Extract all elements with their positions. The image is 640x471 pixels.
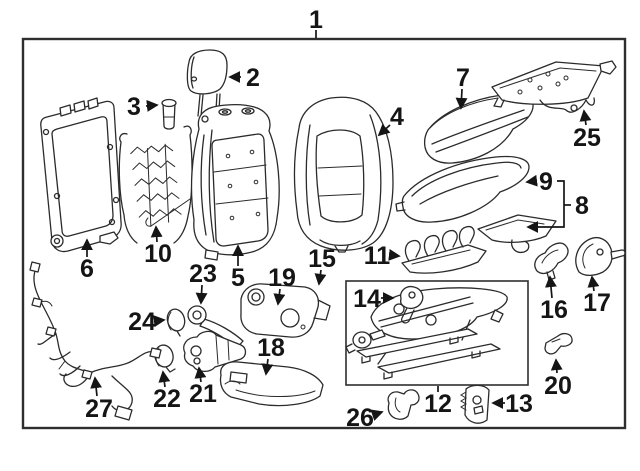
svg-text:3: 3 — [127, 93, 141, 121]
callout-23: 23 — [189, 260, 217, 305]
part-seat-back-cushion — [190, 104, 280, 261]
callout-15: 15 — [308, 245, 336, 286]
svg-text:24: 24 — [128, 308, 156, 336]
svg-text:11: 11 — [364, 242, 391, 270]
part-adjuster-motor-bracket — [399, 285, 424, 324]
svg-text:6: 6 — [80, 255, 94, 283]
callout-16: 16 — [540, 275, 568, 324]
callout-21: 21 — [189, 366, 217, 408]
svg-text:27: 27 — [85, 395, 113, 423]
svg-text:25: 25 — [573, 124, 601, 152]
part-recliner-cam — [187, 305, 244, 349]
svg-text:26: 26 — [346, 404, 374, 432]
callout-7: 7 — [455, 64, 470, 110]
callout-24: 24 — [128, 308, 166, 336]
svg-text:14: 14 — [353, 285, 381, 313]
part-trim-bracket — [534, 242, 569, 281]
callout-19: 19 — [268, 264, 296, 306]
part-recliner-actuator — [183, 330, 247, 373]
svg-text:15: 15 — [308, 245, 336, 273]
callout-22: 22 — [153, 370, 181, 413]
callout-14: 14 — [353, 285, 395, 313]
part-seat-back-frame — [40, 97, 122, 253]
callout-6: 6 — [80, 238, 94, 283]
part-lumbar-support-mat — [118, 125, 193, 244]
svg-text:10: 10 — [144, 240, 172, 268]
callout-17: 17 — [583, 275, 611, 317]
callout-1: 1 — [309, 6, 323, 38]
svg-text:13: 13 — [505, 390, 533, 418]
part-seat-cushion-pad — [423, 93, 534, 164]
callout-26: 26 — [346, 404, 384, 432]
svg-text:5: 5 — [231, 264, 245, 292]
callout-2: 2 — [228, 64, 260, 92]
part-front-shield — [219, 361, 324, 407]
part-adjuster-knob — [544, 332, 573, 355]
svg-text:2: 2 — [246, 64, 260, 92]
callout-13: 13 — [491, 390, 533, 418]
part-trim-cap-upper — [166, 308, 186, 337]
callout-10: 10 — [144, 225, 172, 268]
svg-text:16: 16 — [540, 296, 568, 324]
callout-3: 3 — [127, 93, 159, 121]
svg-text:17: 17 — [583, 289, 611, 317]
diagram-border — [21, 37, 627, 430]
callout-8: 8 — [526, 180, 589, 233]
part-side-shield-outer — [575, 236, 626, 277]
callout-20: 20 — [544, 358, 572, 400]
svg-text:23: 23 — [189, 260, 217, 288]
part-wiring-harness — [29, 261, 162, 421]
part-seat-back-cover — [293, 96, 394, 253]
part-occupant-sensor-tray — [477, 214, 557, 254]
track-assembly-box — [345, 280, 529, 386]
part-cushion-wire-frame — [401, 225, 487, 274]
part-side-shield-inner — [240, 283, 331, 338]
svg-text:8: 8 — [575, 192, 589, 220]
svg-text:21: 21 — [189, 380, 217, 408]
svg-text:4: 4 — [390, 103, 404, 131]
svg-text:19: 19 — [268, 264, 296, 292]
svg-text:1: 1 — [309, 6, 323, 34]
svg-text:9: 9 — [539, 168, 553, 196]
callout-25: 25 — [573, 109, 601, 152]
callout-12: 12 — [424, 386, 452, 418]
part-headrest-guide-pin — [161, 98, 177, 130]
part-anchor-bracket — [460, 384, 490, 424]
callout-27: 27 — [85, 376, 113, 423]
svg-text:18: 18 — [257, 334, 285, 362]
part-seat-cushion-cover — [395, 155, 530, 223]
callout-11: 11 — [364, 242, 401, 270]
svg-text:22: 22 — [153, 385, 181, 413]
callout-4: 4 — [377, 103, 404, 137]
svg-text:7: 7 — [456, 64, 470, 92]
callout-9: 9 — [525, 168, 553, 196]
svg-text:20: 20 — [544, 372, 572, 400]
callout-18: 18 — [257, 334, 285, 376]
svg-text:12: 12 — [424, 390, 452, 418]
part-seat-cushion-pan — [491, 60, 617, 113]
callout-5: 5 — [231, 244, 245, 292]
part-retainer-clip — [387, 389, 420, 420]
